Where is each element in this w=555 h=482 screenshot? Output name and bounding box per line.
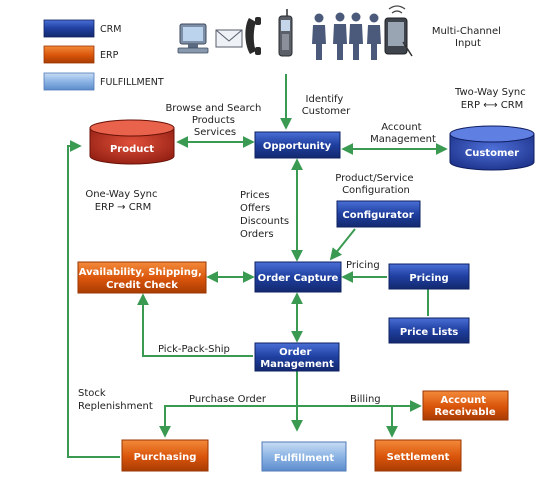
- arrow-stock-replenishment: [67, 140, 120, 458]
- purchasing-label: Purchasing: [134, 452, 197, 463]
- arrow-ordermgmt-availability: [137, 293, 253, 357]
- order-management-label: Order Management: [260, 347, 334, 370]
- pricing-label: Pricing: [409, 273, 448, 284]
- purchasing-node: Purchasing: [121, 439, 209, 472]
- connectors: [67, 74, 448, 458]
- settlement-node: Settlement: [374, 439, 462, 472]
- person-icon: [349, 12, 363, 60]
- legend-label-crm: CRM: [100, 24, 121, 35]
- fulfillment-label: Fulfillment: [274, 453, 334, 464]
- product-label: Product: [110, 144, 154, 155]
- channel-icons: [177, 5, 413, 60]
- order-capture-node: Order Capture: [254, 261, 342, 293]
- price-lists-node: Price Lists: [388, 317, 470, 344]
- product-node: Product: [89, 119, 175, 165]
- person-icon: [312, 13, 326, 60]
- tablet-icon: [384, 5, 413, 57]
- computer-icon: [177, 23, 209, 54]
- prices-offers-label: Prices Offers Discounts Orders: [240, 190, 292, 240]
- configurator-label: Configurator: [342, 210, 413, 221]
- legend-swatch-erp: [43, 45, 95, 64]
- arrow-billing: [297, 405, 398, 438]
- account-receivable-node: Account Receivable: [422, 390, 509, 421]
- pick-pack-ship-label: Pick-Pack-Ship: [158, 344, 230, 355]
- product-service-config-label: Product/Service Configuration: [335, 173, 416, 196]
- arrow-configurator-ordercapture: [329, 228, 356, 261]
- customer-node: Customer: [449, 125, 535, 171]
- billing-label: Billing: [350, 394, 381, 405]
- fulfillment-node: Fulfillment: [261, 441, 347, 472]
- pricing-node: Pricing: [388, 263, 470, 290]
- price-lists-label: Price Lists: [400, 327, 458, 338]
- two-way-sync-label: Two-Way Sync ERP ⟷ CRM: [454, 87, 529, 111]
- person-icon: [333, 12, 347, 60]
- envelope-icon: [215, 29, 243, 48]
- opportunity-label: Opportunity: [263, 141, 332, 152]
- customer-label: Customer: [465, 148, 519, 159]
- account-receivable-label: Account Receivable: [434, 395, 495, 418]
- availability-node: Availability, Shipping, Credit Check: [77, 261, 207, 294]
- legend: CRM ERP FULFILLMENT: [43, 19, 164, 91]
- person-icon: [367, 13, 381, 60]
- legend-label-erp: ERP: [100, 50, 119, 61]
- multi-channel-label: Multi-Channel Input: [432, 26, 504, 49]
- availability-label: Availability, Shipping, Credit Check: [79, 267, 206, 291]
- browse-search-label: Browse and Search Products Services: [165, 103, 264, 138]
- legend-label-fulfillment: FULFILLMENT: [100, 77, 164, 88]
- order-capture-label: Order Capture: [258, 273, 339, 284]
- legend-swatch-fulfillment: [43, 72, 95, 91]
- configurator-node: Configurator: [336, 200, 421, 228]
- arrow-purchase-order: [159, 405, 297, 438]
- order-management-node: Order Management: [254, 342, 340, 372]
- telephone-icon: [245, 17, 261, 55]
- account-management-label: Account Management: [370, 122, 436, 145]
- purchase-order-label: Purchase Order: [189, 394, 267, 405]
- opportunity-node: Opportunity: [254, 131, 341, 159]
- mobile-phone-icon: [278, 9, 293, 57]
- settlement-label: Settlement: [387, 452, 450, 463]
- one-way-sync-label: One-Way Sync ERP → CRM: [85, 189, 160, 213]
- pricing-flow-label: Pricing: [346, 260, 380, 271]
- identify-customer-label: Identify Customer: [302, 94, 351, 117]
- legend-swatch-crm: [43, 19, 95, 38]
- stock-replenishment-label: Stock Replenishment: [78, 388, 153, 412]
